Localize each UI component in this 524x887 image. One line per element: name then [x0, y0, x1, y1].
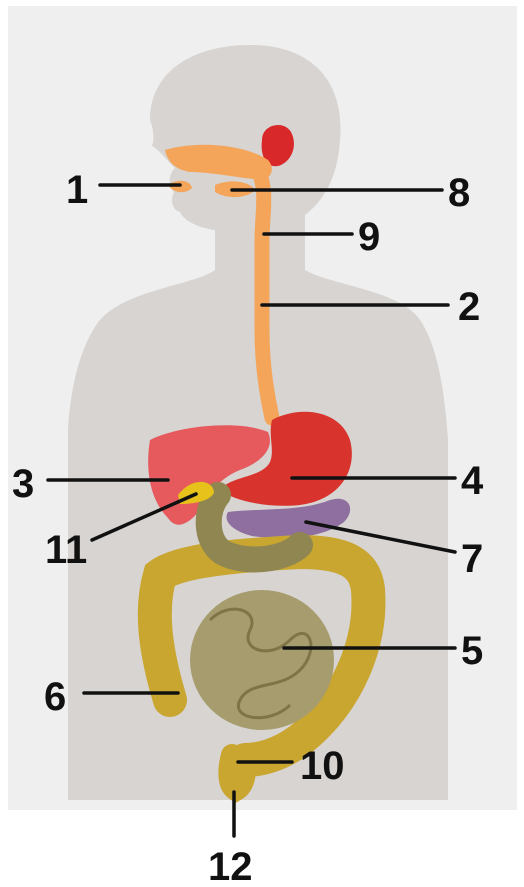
label-2: 2 — [458, 285, 480, 329]
label-6: 6 — [44, 675, 66, 719]
label-1: 1 — [66, 168, 88, 212]
label-4: 4 — [461, 459, 484, 503]
label-8: 8 — [448, 171, 470, 215]
label-11: 11 — [45, 528, 87, 572]
label-9: 9 — [358, 215, 380, 259]
label-3: 3 — [12, 462, 34, 506]
label-7: 7 — [461, 537, 483, 581]
label-5: 5 — [461, 629, 483, 673]
small-intestine-shape — [190, 590, 334, 730]
label-12: 12 — [208, 845, 253, 887]
label-10: 10 — [300, 744, 345, 788]
